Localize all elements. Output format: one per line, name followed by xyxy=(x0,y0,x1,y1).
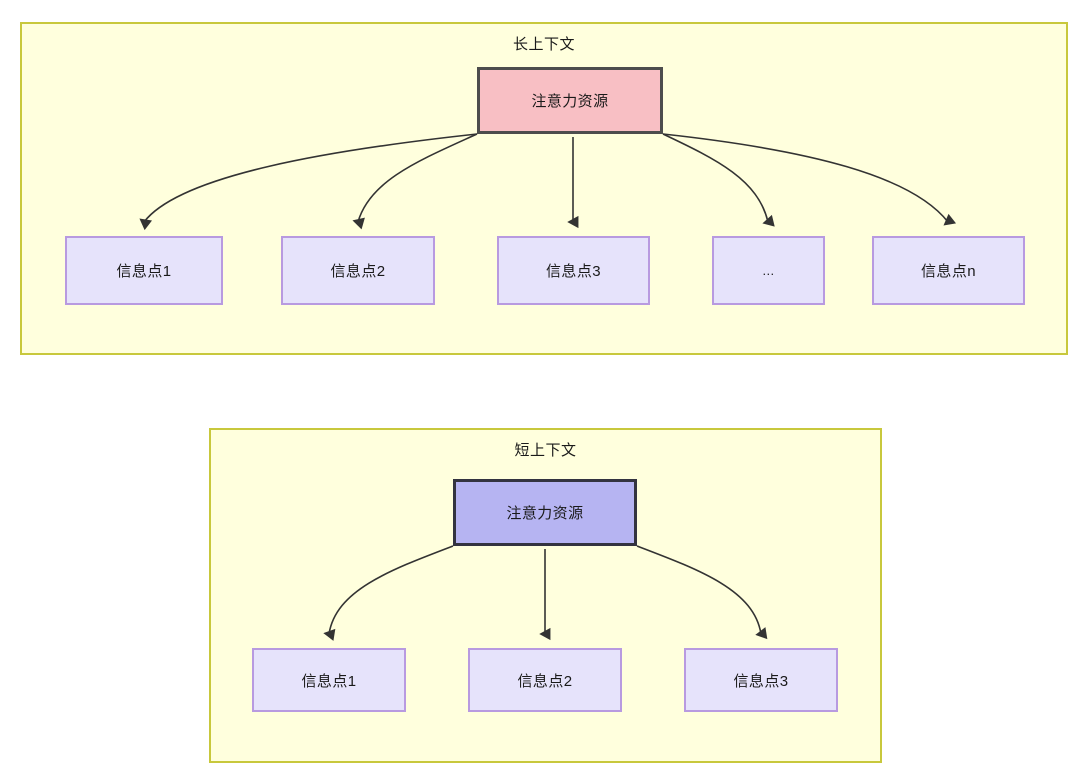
panel-short-context-title: 短上下文 xyxy=(514,442,577,459)
node-info-point-3-long[interactable]: 信息点3 xyxy=(497,236,650,305)
node-attention-resource-long[interactable]: 注意力资源 xyxy=(477,67,663,134)
panel-long-context-title: 长上下文 xyxy=(512,36,575,53)
node-info-point-2-long[interactable]: 信息点2 xyxy=(281,236,435,305)
node-info-point-2-short[interactable]: 信息点2 xyxy=(468,648,622,712)
node-info-point-3-short[interactable]: 信息点3 xyxy=(684,648,838,712)
node-info-point-1-long[interactable]: 信息点1 xyxy=(65,236,223,305)
node-info-point-n-long[interactable]: 信息点n xyxy=(872,236,1025,305)
node-info-point-ellipsis-long[interactable]: ... xyxy=(712,236,825,305)
node-info-point-1-short[interactable]: 信息点1 xyxy=(252,648,406,712)
node-attention-resource-short[interactable]: 注意力资源 xyxy=(453,479,637,546)
